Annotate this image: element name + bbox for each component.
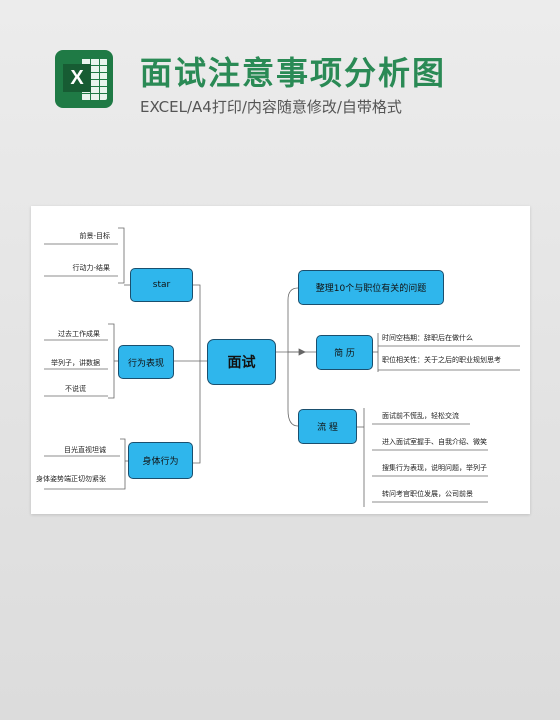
excel-x-letter: X: [63, 64, 91, 92]
leaf-process-2: 进入面试室握手、自我介绍、微笑: [382, 438, 487, 446]
leaf-behavior-2: 举列子，讲数据: [51, 359, 100, 367]
node-resume[interactable]: 简 历: [316, 335, 373, 370]
leaf-body-1: 目光直视坦诚: [64, 446, 106, 454]
node-star[interactable]: star: [130, 268, 193, 302]
node-behavior[interactable]: 行为表现: [118, 345, 174, 379]
leaf-behavior-3: 不说谎: [65, 385, 86, 393]
leaf-process-3: 搜集行为表现，说明问题，举列子: [382, 464, 487, 472]
leaf-resume-2: 职位相关性：关于之后的职业规划思考: [382, 356, 501, 364]
node-questions[interactable]: 整理10个与职位有关的问题: [298, 270, 444, 305]
node-center[interactable]: 面试: [207, 339, 276, 385]
leaf-star-1: 前景-目标: [79, 232, 110, 240]
leaf-body-2: 身体姿势端正切勿紧张: [36, 475, 106, 483]
leaf-process-4: 转问考官职位发展，公司前景: [382, 490, 473, 498]
page-title: 面试注意事项分析图: [140, 54, 447, 92]
leaf-resume-1: 时间空档期：辞职后在做什么: [382, 334, 473, 342]
excel-logo-icon: X: [55, 50, 113, 108]
leaf-star-2: 行动力-结果: [72, 264, 110, 272]
leaf-process-1: 面试前不慌乱，轻松交流: [382, 412, 459, 420]
node-process[interactable]: 流 程: [298, 409, 357, 444]
leaf-behavior-1: 过去工作成果: [58, 330, 100, 338]
page-subtitle: EXCEL/A4打印/内容随意修改/自带格式: [140, 98, 402, 116]
node-body[interactable]: 身体行为: [128, 442, 193, 479]
header: X 面试注意事项分析图 EXCEL/A4打印/内容随意修改/自带格式: [0, 0, 560, 150]
